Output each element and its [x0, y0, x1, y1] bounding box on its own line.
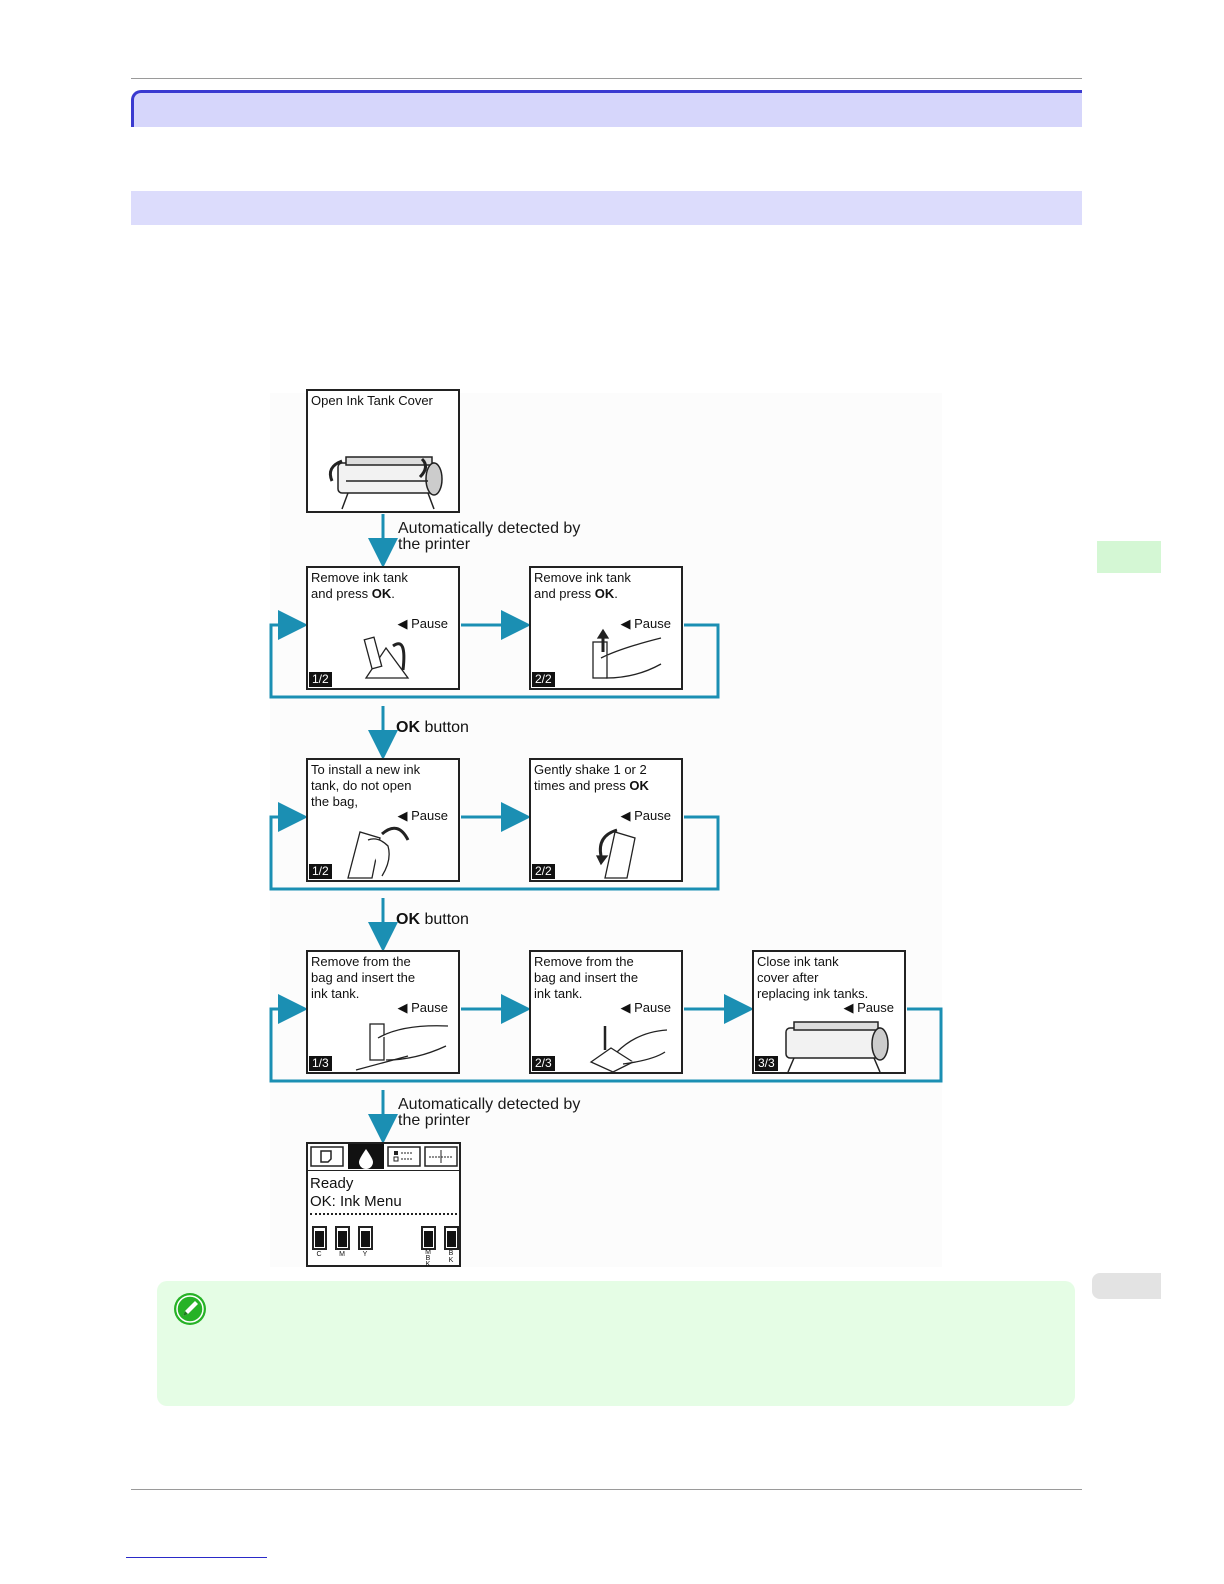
page-indicator: 3/3 [755, 1056, 778, 1071]
status-divider [310, 1213, 457, 1215]
hand-pull-illustration [592, 628, 662, 679]
chapter-side-tab[interactable] [1097, 541, 1161, 573]
screen-remove-tank-1: Remove ink tank and press OK. ◀ Pause 1/… [306, 566, 460, 690]
section-heading-band [131, 191, 1082, 225]
settings-tab-icon [387, 1146, 421, 1167]
ok-key: OK [629, 778, 649, 793]
screen-install-1: To install a new ink tank, do not open t… [306, 758, 460, 882]
shake-illustration [595, 828, 636, 879]
document-tab-icon [310, 1146, 344, 1167]
ink-level-bk [444, 1226, 459, 1250]
screen-text: Open Ink Tank Cover [311, 393, 433, 408]
page-indicator: 2/3 [532, 1056, 555, 1071]
auto-detect-line1: Automatically detected by [398, 520, 581, 537]
ok-button-label-1: OK button [396, 719, 469, 737]
page-indicator: 2/2 [532, 864, 555, 879]
period: . [391, 586, 395, 601]
note-box [157, 1281, 1075, 1406]
screen-text: Remove from the bag and insert the ink t… [311, 954, 416, 1001]
auto-detect-line2: the printer [398, 1112, 471, 1129]
screen-text: Remove from the bag and insert the ink t… [534, 954, 639, 1001]
loop-3 [269, 994, 943, 1083]
pause-label: ◀ Pause [397, 808, 448, 823]
ink-level-c [312, 1226, 327, 1250]
pause-label: ◀ Pause [397, 1000, 448, 1015]
loop-2 [269, 802, 720, 891]
screen-text: Close ink tank cover after replacing ink… [757, 954, 869, 1001]
ink-label-c: C [316, 1251, 322, 1258]
bag-illustration [347, 826, 410, 879]
ink-level-y [358, 1226, 373, 1250]
screen-shake-2: Gently shake 1 or 2 times and press OK ◀… [529, 758, 683, 882]
auto-detect-label-1: Automatically detected by the printer [398, 521, 580, 553]
ink-level-mbk [421, 1226, 436, 1250]
auto-detect-line1: Automatically detected by [398, 1096, 581, 1113]
ink-label-m: M [339, 1251, 345, 1258]
status-ready-text: Ready [310, 1175, 354, 1192]
lever-illustration [363, 636, 410, 679]
page-indicator: 1/2 [309, 672, 332, 687]
screen-close-3: Close ink tank cover after replacing ink… [752, 950, 906, 1074]
screen-text: Remove ink tank and press [534, 570, 631, 601]
screen-text: Gently shake 1 or 2 times and press [534, 762, 647, 793]
printer-illustration [328, 456, 443, 510]
ink-label-mbk: M B K [425, 1249, 431, 1268]
page-indicator: 2/2 [532, 672, 555, 687]
screen-insert-1: Remove from the bag and insert the ink t… [306, 950, 460, 1074]
footer-rule [131, 1489, 1082, 1490]
chapter-title-band [131, 90, 1082, 127]
screen-text: Remove ink tank and press [311, 570, 408, 601]
ink-level-m [335, 1226, 350, 1250]
screen-open-cover: Open Ink Tank Cover [306, 389, 460, 513]
status-tabs [308, 1144, 459, 1171]
insert-illustration [355, 1023, 449, 1071]
button-word: button [420, 911, 469, 928]
pause-label: ◀ Pause [620, 616, 671, 631]
printer-close-illustration [785, 1021, 889, 1072]
button-word: button [420, 719, 469, 736]
status-tab-icons [310, 1144, 458, 1169]
screen-remove-tank-2: Remove ink tank and press OK. ◀ Pause 2/… [529, 566, 683, 690]
ok-bold: OK [396, 911, 420, 928]
pencil-note-icon [174, 1293, 206, 1325]
screen-text: To install a new ink tank, do not open t… [311, 762, 421, 809]
page-indicator: 1/3 [309, 1056, 332, 1071]
ok-key: OK [594, 586, 615, 601]
pause-label: ◀ Pause [620, 1000, 671, 1015]
ok-button-label-2: OK button [396, 911, 469, 929]
screen-insert-2: Remove from the bag and insert the ink t… [529, 950, 683, 1074]
status-menu-text: OK: Ink Menu [310, 1193, 402, 1210]
page-side-tab[interactable] [1092, 1273, 1161, 1299]
auto-detect-label-2: Automatically detected by the printer [398, 1097, 580, 1129]
auto-detect-line2: the printer [398, 536, 471, 553]
push-illustration [589, 1026, 668, 1072]
page-indicator: 1/2 [309, 864, 332, 879]
pause-label: ◀ Pause [620, 808, 671, 823]
footer-link-underline[interactable] [126, 1557, 267, 1558]
ink-label-bk: B K [448, 1250, 454, 1264]
status-screen: Ready OK: Ink Menu C M Y M B K B K [306, 1142, 461, 1268]
ok-bold: OK [396, 719, 420, 736]
header-rule [131, 78, 1082, 79]
loop-1 [269, 610, 720, 699]
ink-label-y: Y [362, 1251, 368, 1258]
ok-key: OK [371, 586, 392, 601]
pause-label: ◀ Pause [843, 1000, 894, 1015]
period: . [614, 586, 618, 601]
pause-label: ◀ Pause [397, 616, 448, 631]
